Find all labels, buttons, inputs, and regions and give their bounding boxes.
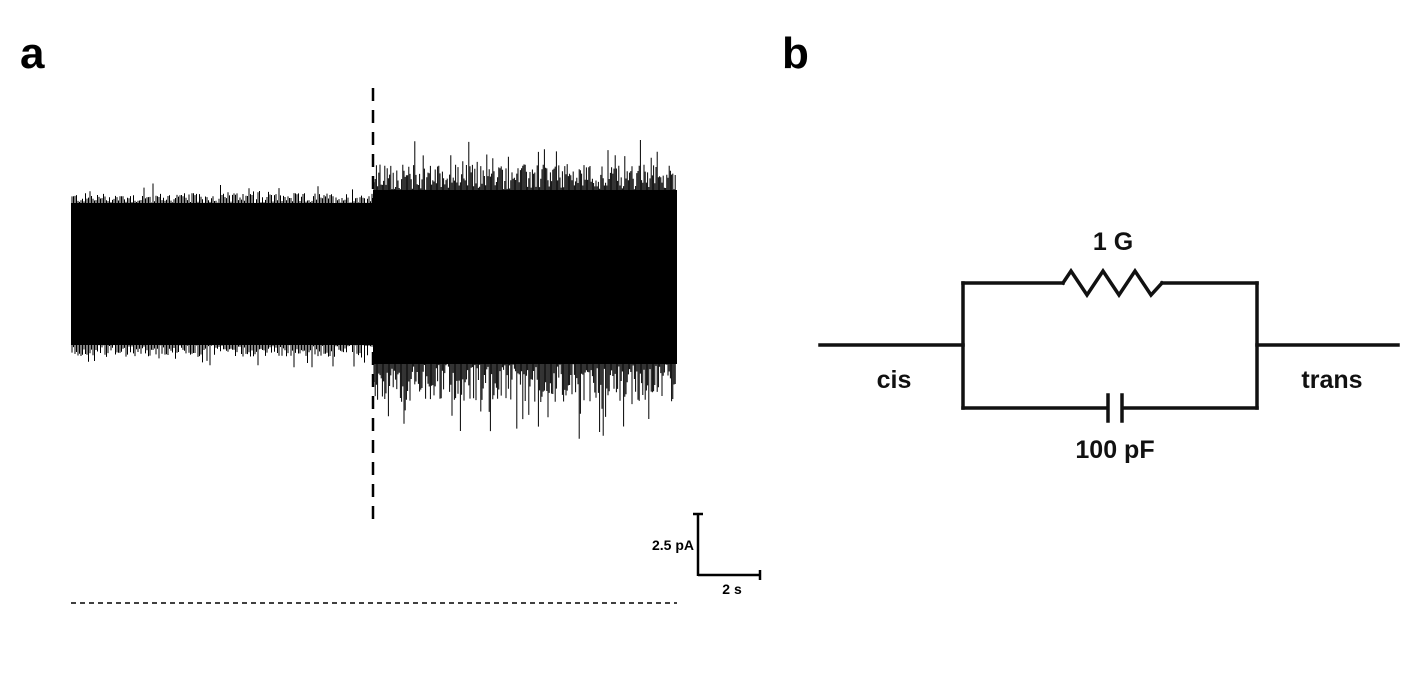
- scale-bar-current-label: 2.5 pA: [652, 537, 694, 553]
- panel-a-label: a: [20, 29, 45, 78]
- current-trace: [71, 140, 677, 439]
- panel-b: b 1 G 100 pF cis trans: [782, 29, 1400, 464]
- scale-bar: 2.5 pA 2 s: [652, 512, 762, 597]
- trace-baseline-band: [71, 203, 373, 345]
- panel-a: a 2.5 pA 2 s: [20, 29, 762, 604]
- panel-b-label: b: [782, 29, 809, 78]
- scale-bar-time-label: 2 s: [722, 581, 742, 597]
- resistor-symbol: [1060, 267, 1165, 299]
- cis-label: cis: [877, 366, 912, 394]
- trace-spikes-baseline: [71, 183, 373, 368]
- capacitor-label: 100 pF: [1075, 436, 1154, 464]
- equivalent-circuit: 1 G 100 pF cis trans: [818, 228, 1400, 464]
- trace-noisy-band: [373, 190, 677, 364]
- resistor-label: 1 G: [1093, 228, 1133, 256]
- trans-label: trans: [1301, 366, 1362, 394]
